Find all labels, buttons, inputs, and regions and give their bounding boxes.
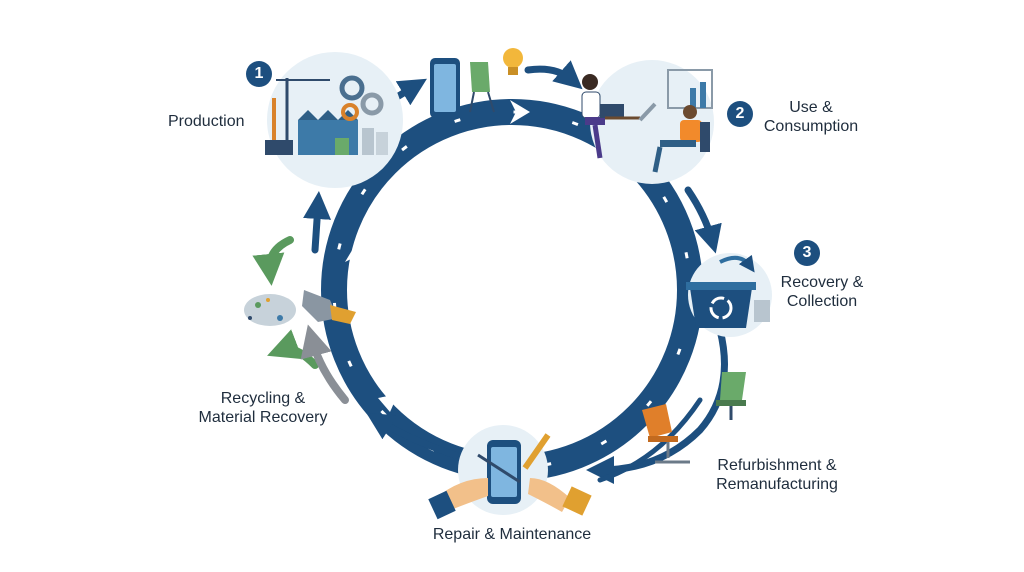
ring-arrow-lower-left	[378, 394, 398, 412]
stage-label-line: Recovery &	[780, 274, 864, 291]
ring-arrow-top	[510, 100, 530, 124]
step-1-badge: 1	[246, 61, 272, 87]
stage-label-line: Production	[168, 113, 245, 130]
ring-arrow-lower-right	[612, 390, 630, 412]
product-items	[430, 48, 523, 118]
ring-arrow-left	[345, 242, 369, 262]
stage-label-repair-maintenance: Repair & Maintenance	[425, 525, 599, 544]
factory-icon	[265, 75, 388, 155]
recycling-loop-arrows	[252, 236, 349, 404]
step-3-badge: 3	[794, 240, 820, 266]
stage-label-line: Use &	[789, 99, 833, 116]
stage-label-line: Remanufacturing	[716, 476, 838, 493]
stage-label-line: Collection	[786, 293, 858, 310]
recycling-bin-icon	[686, 254, 770, 328]
stage-label-line: Recycling &	[220, 390, 306, 407]
stage-label-line: Material Recovery	[198, 409, 328, 426]
stage-label-line: Repair & Maintenance	[432, 526, 592, 543]
outer-flow-arrows	[303, 60, 728, 484]
stage-label-recovery-collection: Recovery & Collection	[776, 273, 868, 311]
scrap-metal-icon	[244, 290, 356, 326]
repair-maintenance-illustration	[428, 425, 592, 520]
ring-direction-arrows	[345, 100, 672, 412]
ring-arrow-right	[648, 262, 672, 282]
lightbulb-icon	[503, 48, 523, 75]
stage-label-production: Production	[168, 112, 245, 131]
step-2-badge: 2	[727, 101, 753, 127]
production-illustration	[265, 52, 403, 188]
office-chair-icon	[642, 372, 746, 464]
office-workers-icon	[581, 69, 713, 173]
stage-label-recycling: Recycling & Material Recovery	[190, 389, 336, 427]
repair-phone-icon	[428, 433, 592, 520]
stage-label-use-consumption: Use & Consumption	[758, 98, 864, 136]
stage-label-line: Refurbishment &	[717, 457, 837, 474]
stage-label-line: Consumption	[763, 118, 859, 135]
refurbishment-illustration	[642, 372, 746, 464]
recovery-collection-illustration	[686, 253, 772, 337]
use-consumption-illustration	[581, 60, 714, 184]
stage-label-refurbishment: Refurbishment & Remanufacturing	[710, 456, 844, 494]
recycling-illustration	[244, 290, 356, 326]
